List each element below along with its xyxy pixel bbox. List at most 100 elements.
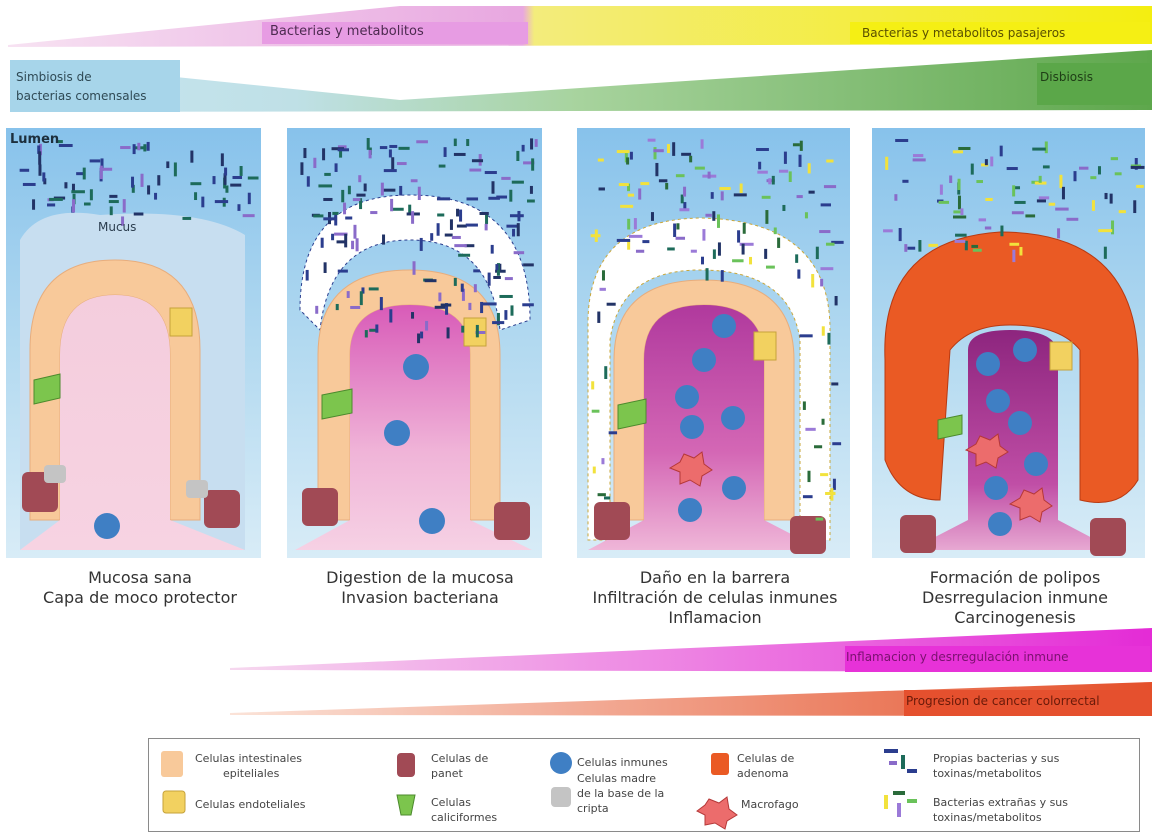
immune-cell xyxy=(721,406,745,430)
bacterium xyxy=(454,278,457,286)
bacterium xyxy=(814,445,822,448)
bacterium xyxy=(337,240,345,243)
bacterium xyxy=(141,174,144,187)
bacterium xyxy=(1000,226,1003,237)
bacterium xyxy=(485,214,488,224)
stem-cell-right xyxy=(186,480,208,498)
bacterium xyxy=(820,473,828,476)
bacterium xyxy=(772,176,775,185)
bacterium xyxy=(306,270,309,281)
bacterium xyxy=(620,205,633,208)
bacterium xyxy=(90,189,93,200)
caption-line: Desrregulacion inmune xyxy=(880,588,1150,608)
symbiosis-band-shape xyxy=(10,50,1152,112)
bacterium xyxy=(648,139,656,142)
bacterium xyxy=(1090,176,1096,179)
immune-cell xyxy=(678,498,702,522)
caption-healthy: Mucosa sana Capa de moco protector xyxy=(20,568,260,608)
bacterium xyxy=(447,327,450,338)
endothelial-legend-icon xyxy=(163,791,185,813)
bacterium xyxy=(1131,166,1145,169)
bacterium xyxy=(323,198,332,201)
bacterium xyxy=(793,143,800,146)
bacterium xyxy=(1092,200,1095,211)
bacterium xyxy=(742,244,745,255)
bacterium xyxy=(918,240,921,252)
bacterium xyxy=(701,257,704,265)
bacterium xyxy=(454,153,466,156)
bacterium xyxy=(84,203,91,206)
bacterium xyxy=(531,158,534,170)
bacterium xyxy=(324,173,331,176)
legend-extranas: Bacterias extrañas y sus toxinas/metabol… xyxy=(933,795,1068,825)
simbiosis-line-2: bacterias comensales xyxy=(16,87,147,106)
bacterium xyxy=(598,159,604,162)
bacterium xyxy=(411,211,414,224)
bacterium xyxy=(20,169,30,172)
bacterium xyxy=(979,218,986,221)
paneth-cell-right xyxy=(790,516,826,554)
bacterium xyxy=(708,172,711,179)
bacterium xyxy=(591,381,594,389)
foreign-bacteria-legend-icon xyxy=(884,791,917,817)
own-bacteria-legend-icon xyxy=(884,749,917,773)
bacterium xyxy=(1136,185,1144,188)
bacterium xyxy=(985,226,991,229)
panel-polyp xyxy=(872,128,1145,558)
bacterium xyxy=(1062,187,1065,199)
bacterium xyxy=(1049,203,1055,206)
bacterium xyxy=(454,139,457,146)
bacterium xyxy=(627,219,630,230)
bacterium xyxy=(958,179,961,190)
bacterium xyxy=(1111,221,1114,235)
bacterium xyxy=(504,310,507,320)
bacterium xyxy=(383,189,395,192)
bacterium xyxy=(617,150,630,153)
immune-cell xyxy=(403,354,429,380)
bacterium xyxy=(248,193,251,204)
bacterium xyxy=(483,302,497,305)
bacterium xyxy=(365,330,368,337)
bacterium xyxy=(467,197,479,200)
legend-line: Bacterias extrañas y sus xyxy=(933,795,1068,810)
bacterium xyxy=(344,234,347,247)
bacterium xyxy=(147,142,150,151)
bacterium xyxy=(695,167,705,170)
bacterium xyxy=(90,159,101,162)
bacterium xyxy=(174,162,177,176)
endothelial-cell xyxy=(170,308,192,336)
epithelial-legend-icon xyxy=(161,751,183,777)
bacterium xyxy=(1000,146,1003,157)
macrophage-legend-icon xyxy=(697,797,737,829)
legend-line: Celulas intestinales xyxy=(195,751,302,766)
bacterium xyxy=(221,153,224,166)
bacterium xyxy=(789,171,792,182)
bacterium xyxy=(133,144,136,154)
bacterium xyxy=(437,213,444,216)
legend-propias: Propias bacterias y sus toxinas/metaboli… xyxy=(933,751,1059,781)
legend-panet: Celulas de panet xyxy=(431,751,488,781)
bacterium xyxy=(667,144,670,153)
legend-line: adenoma xyxy=(737,766,794,781)
bacterium xyxy=(461,284,464,292)
bacterium xyxy=(335,163,338,172)
bacterium xyxy=(347,291,350,298)
band-label-disbiosis: Disbiosis xyxy=(1040,70,1093,84)
bacterium xyxy=(509,190,512,202)
bacterium xyxy=(766,266,775,269)
bacterium xyxy=(232,176,242,179)
bacterium xyxy=(522,145,525,152)
bacterium xyxy=(1014,201,1025,204)
bacterium xyxy=(1098,229,1112,232)
bacterium xyxy=(691,250,697,253)
bacterium xyxy=(795,254,798,263)
bacterium xyxy=(743,223,746,234)
band-label-inflamacion: Inflamacion y desrregulación inmune xyxy=(846,650,1069,664)
bacterium xyxy=(721,270,724,282)
bacterium xyxy=(237,204,240,211)
bacterium xyxy=(822,326,825,335)
bacterium xyxy=(514,251,524,254)
bacterium xyxy=(701,139,704,148)
bacterium xyxy=(243,214,255,217)
bacterium xyxy=(517,223,520,236)
